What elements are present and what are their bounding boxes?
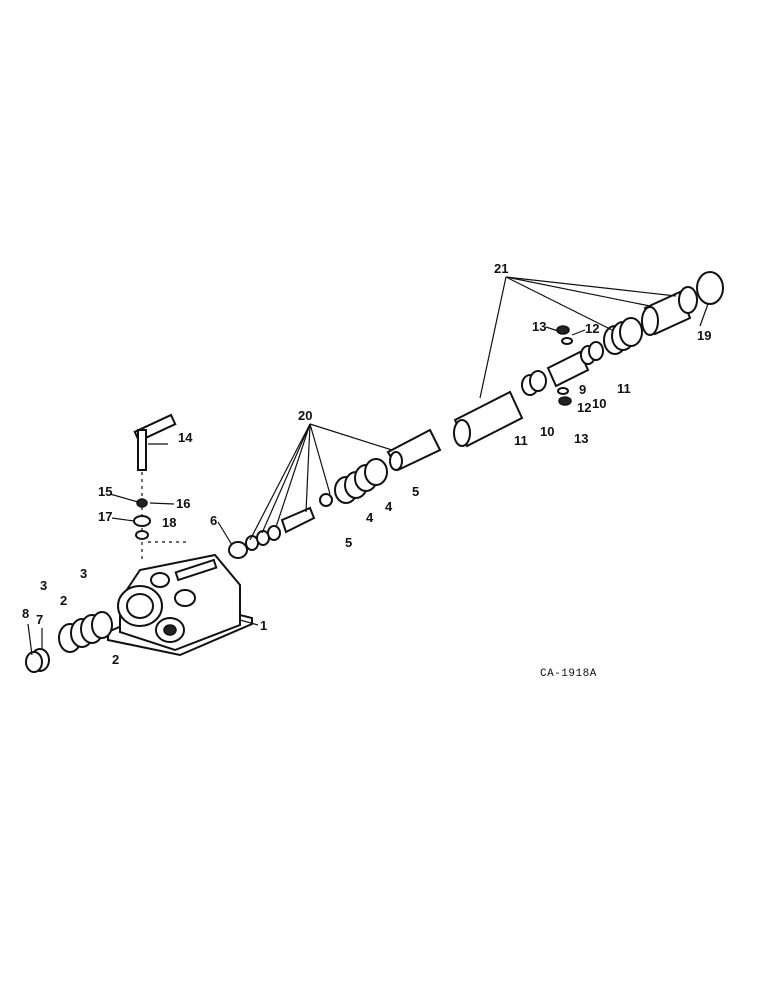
callout-17: 17 bbox=[98, 509, 112, 524]
callout-9: 9 bbox=[579, 382, 586, 397]
callout-8: 8 bbox=[22, 606, 29, 621]
callout-10b: 10 bbox=[540, 424, 554, 439]
callout-13b: 13 bbox=[574, 431, 588, 446]
callout-12b: 12 bbox=[577, 400, 591, 415]
callout-13a: 13 bbox=[532, 319, 546, 334]
callout-5a: 5 bbox=[345, 535, 352, 550]
callout-4b: 4 bbox=[385, 499, 393, 514]
leader-lines bbox=[239, 276, 677, 626]
callout-18: 18 bbox=[162, 515, 176, 530]
callout-20: 20 bbox=[298, 408, 312, 423]
callout-6: 6 bbox=[210, 513, 217, 528]
callout-5b: 5 bbox=[412, 484, 419, 499]
callout-10a: 10 bbox=[592, 396, 606, 411]
part-1-valve-body bbox=[107, 553, 253, 657]
callout-labels: 1 2 2 3 3 4 4 5 5 6 7 8 9 10 10 11 11 12… bbox=[22, 261, 711, 667]
callout-16: 16 bbox=[176, 496, 190, 511]
callout-2b: 2 bbox=[112, 652, 119, 667]
callout-19: 19 bbox=[697, 328, 711, 343]
part-20-spool-group bbox=[228, 428, 442, 559]
callout-15: 15 bbox=[98, 484, 112, 499]
drawing-code: CA-1918A bbox=[540, 668, 597, 680]
callout-4a: 4 bbox=[366, 510, 374, 525]
callout-11a: 11 bbox=[617, 381, 631, 396]
parts-4-5-rings bbox=[334, 458, 388, 504]
parts-2-3-rings bbox=[58, 611, 113, 653]
callout-1: 1 bbox=[260, 618, 267, 633]
part-21-sleeve bbox=[453, 271, 724, 448]
callout-3a: 3 bbox=[40, 578, 47, 593]
callout-11b: 11 bbox=[514, 433, 528, 448]
callout-3b: 3 bbox=[80, 566, 87, 581]
callout-7: 7 bbox=[36, 612, 43, 627]
callout-21: 21 bbox=[494, 261, 508, 276]
parts-14-18-lever bbox=[133, 413, 190, 560]
label-ticks bbox=[27, 303, 709, 656]
callout-12a: 12 bbox=[585, 321, 599, 336]
parts-7-8-plug bbox=[25, 648, 50, 673]
callout-2a: 2 bbox=[60, 593, 67, 608]
callout-14: 14 bbox=[178, 430, 193, 445]
